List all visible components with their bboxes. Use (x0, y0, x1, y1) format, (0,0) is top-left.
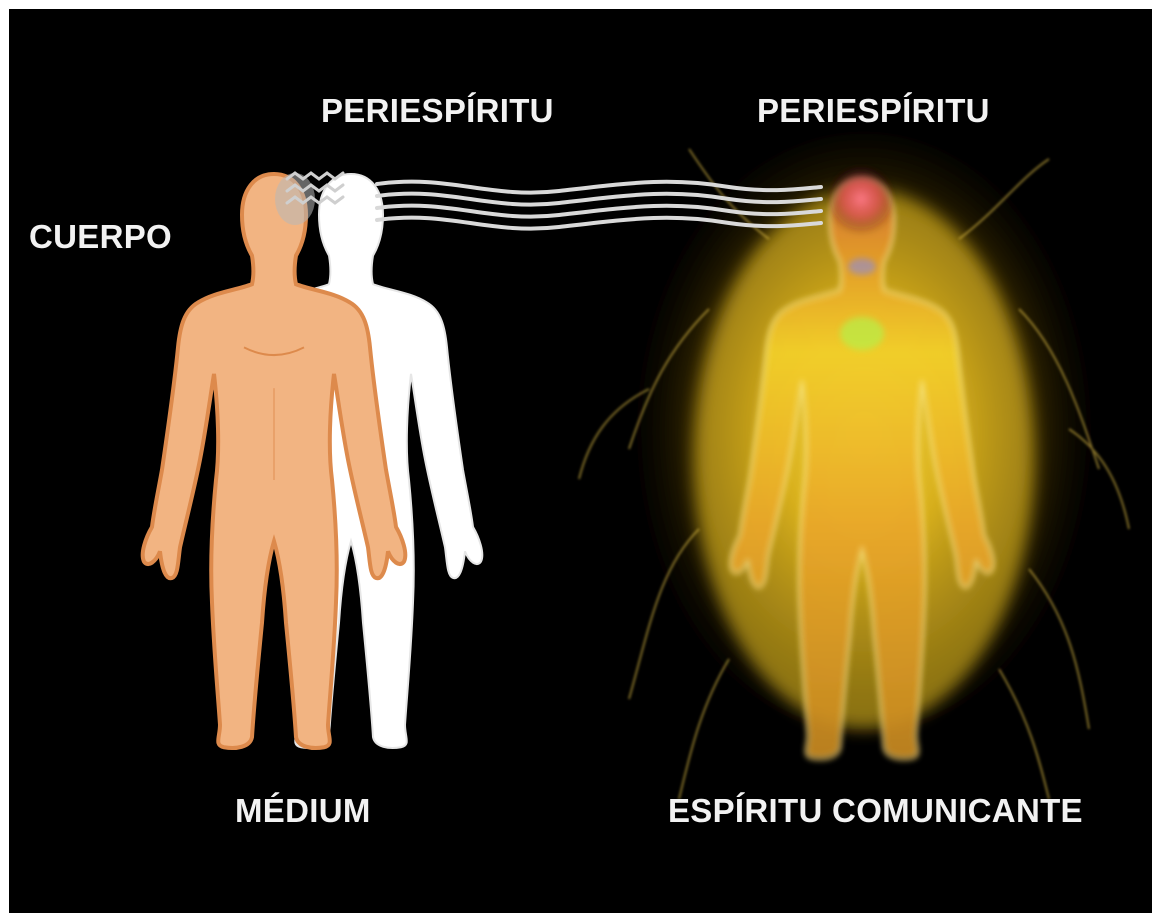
diagram-canvas: PERIESPÍRITU PERIESPÍRITU CUERPO MÉDIUM … (9, 9, 1152, 913)
label-cuerpo: CUERPO (29, 220, 172, 253)
spirit-head-glow (825, 163, 897, 235)
label-espiritu-comunicante: ESPÍRITU COMUNICANTE (668, 794, 1083, 827)
label-periespiritu-medium: PERIESPÍRITU (321, 94, 554, 127)
label-medium: MÉDIUM (235, 794, 371, 827)
label-periespiritu-spirit: PERIESPÍRITU (757, 94, 990, 127)
diagram-artwork (9, 9, 1152, 913)
